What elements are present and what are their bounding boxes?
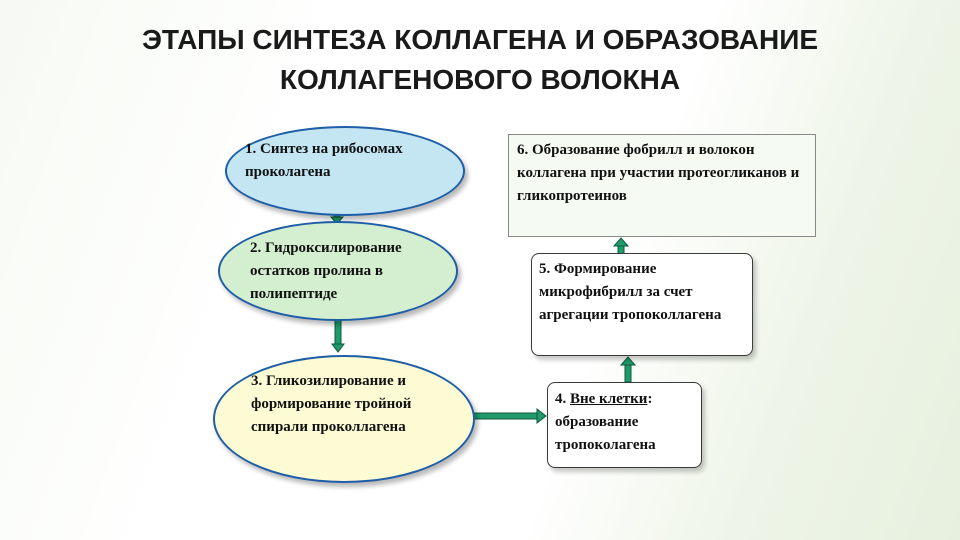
step-3-ellipse: 3. Гликозилирование и формирование тройн… xyxy=(213,355,475,483)
step-4-text: 4. Вне клетки: образование тропоколагена xyxy=(555,388,700,457)
title-line-2: КОЛЛАГЕНОВОГО ВОЛОКНА xyxy=(279,64,681,95)
step-3-text: 3. Гликозилирование и формирование тройн… xyxy=(251,373,412,435)
step-5-box: 5. Формирование микрофибрилл за счет агр… xyxy=(531,253,753,356)
step-6-text: 6. Образование фобрилл и волокон коллаге… xyxy=(517,142,800,204)
step-4-suffix: : образование тропоколагена xyxy=(555,391,656,453)
step-4-prefix: 4. xyxy=(555,391,570,407)
arrow-step3-to-step4 xyxy=(471,407,547,425)
arrow-step4-to-step5 xyxy=(619,356,637,383)
step-4-box: 4. Вне клетки: образование тропоколагена xyxy=(547,382,702,468)
step-5-text: 5. Формирование микрофибрилл за счет агр… xyxy=(539,261,722,323)
step-4-emphasis: Вне клетки xyxy=(570,391,648,407)
step-6-box: 6. Образование фобрилл и волокон коллаге… xyxy=(508,134,816,237)
diagram-title: ЭТАПЫ СИНТЕЗА КОЛЛАГЕНА И ОБРАЗОВАНИЕ КО… xyxy=(60,20,900,100)
arrow-step5-to-step6 xyxy=(612,237,630,255)
arrow-step2-to-step3 xyxy=(331,319,345,353)
step-2-ellipse: 2. Гидроксилирование остатков пролина в … xyxy=(218,221,458,321)
step-2-text: 2. Гидроксилирование остатков пролина в … xyxy=(250,240,402,302)
title-line-1: ЭТАПЫ СИНТЕЗА КОЛЛАГЕНА И ОБРАЗОВАНИЕ xyxy=(141,24,819,55)
step-1-ellipse: 1. Синтез на рибосомах проколагена xyxy=(225,126,465,216)
step-1-text: 1. Синтез на рибосомах проколагена xyxy=(245,141,403,180)
